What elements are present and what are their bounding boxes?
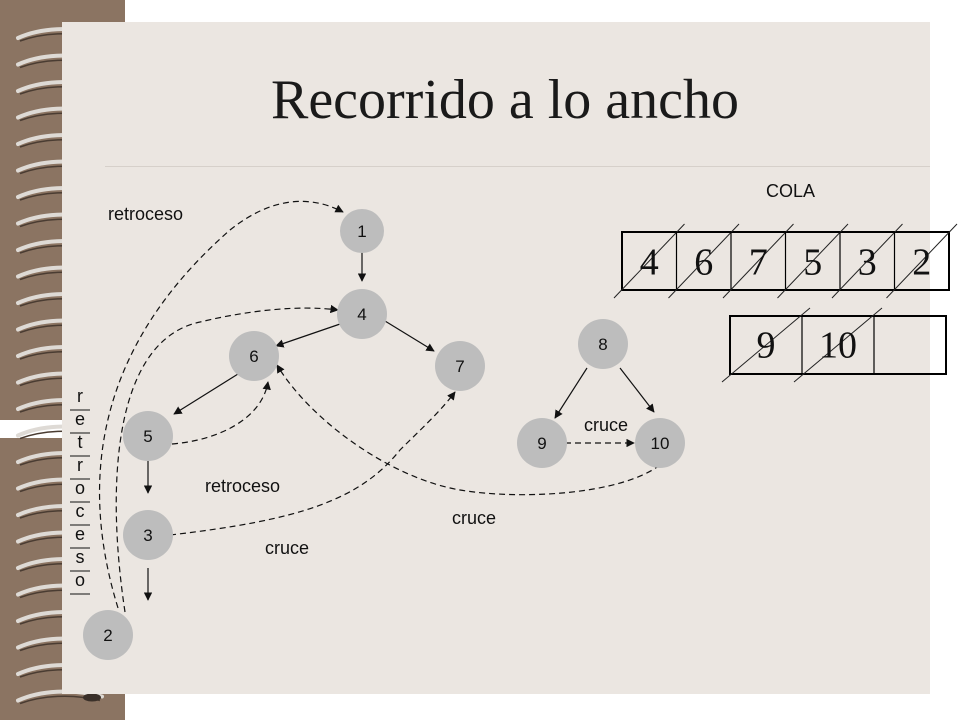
vertical-letter: t [77, 432, 82, 452]
edge-retroceso-2-4 [115, 304, 339, 613]
vertical-letter: e [75, 524, 85, 544]
title-underline [105, 166, 930, 167]
label-cruce-10-6: cruce [452, 508, 496, 528]
node-3-label: 3 [143, 526, 152, 545]
queue-cell: 3 [858, 241, 877, 283]
queue-cell: 9 [757, 325, 776, 367]
vertical-letter: r [77, 386, 83, 406]
queue-cell: 10 [819, 325, 857, 367]
label-cruce-3-7: cruce [265, 538, 309, 558]
node-9-label: 9 [537, 434, 546, 453]
edge-4-7 [384, 320, 435, 352]
node-5: 5 [123, 411, 173, 461]
queue-row-2: 9 10 [721, 307, 947, 383]
label-retroceso-mid: retroceso [205, 476, 280, 496]
node-1: 1 [340, 209, 384, 253]
node-2-label: 2 [103, 626, 112, 645]
node-4-label: 4 [357, 305, 366, 324]
node-1-label: 1 [357, 222, 366, 241]
queue-cell: 6 [694, 241, 713, 283]
node-6-label: 6 [249, 347, 258, 366]
label-retroceso-vertical: retroceso [70, 386, 90, 595]
vertical-letter: c [76, 501, 85, 521]
edge-8-10 [619, 367, 655, 413]
node-7-label: 7 [455, 357, 464, 376]
node-5-label: 5 [143, 427, 152, 446]
queue-cell: 5 [803, 241, 822, 283]
vertical-letter: r [77, 455, 83, 475]
node-8: 8 [578, 319, 628, 369]
edge-6-5 [173, 373, 239, 415]
vertical-letter: o [75, 478, 85, 498]
queue-cell: 7 [749, 241, 768, 283]
node-6: 6 [229, 331, 279, 381]
label-retroceso-top: retroceso [108, 204, 183, 224]
node-7: 7 [435, 341, 485, 391]
queue-cell: 4 [640, 241, 659, 283]
edge-retroceso-5-6 [171, 381, 271, 445]
node-8-label: 8 [598, 335, 607, 354]
slide-page [62, 22, 930, 694]
slide-title: Recorrido a lo ancho [270, 69, 740, 131]
node-9: 9 [517, 418, 567, 468]
queue-cell: 2 [912, 241, 931, 283]
vertical-letter: s [76, 547, 85, 567]
edge-cruce-10-6 [276, 364, 661, 496]
node-4: 4 [337, 289, 387, 339]
queue-label: COLA [766, 181, 815, 201]
label-cruce-9-10: cruce [584, 415, 628, 435]
edge-8-9 [554, 367, 588, 419]
vertical-letter: o [75, 570, 85, 590]
node-10-label: 10 [651, 434, 670, 453]
edge-4-6 [275, 322, 344, 348]
vertical-letter: e [75, 409, 85, 429]
node-3: 3 [123, 510, 173, 560]
edge-cruce-3-7 [169, 391, 456, 536]
node-2: 2 [83, 610, 133, 660]
node-10: 10 [635, 418, 685, 468]
